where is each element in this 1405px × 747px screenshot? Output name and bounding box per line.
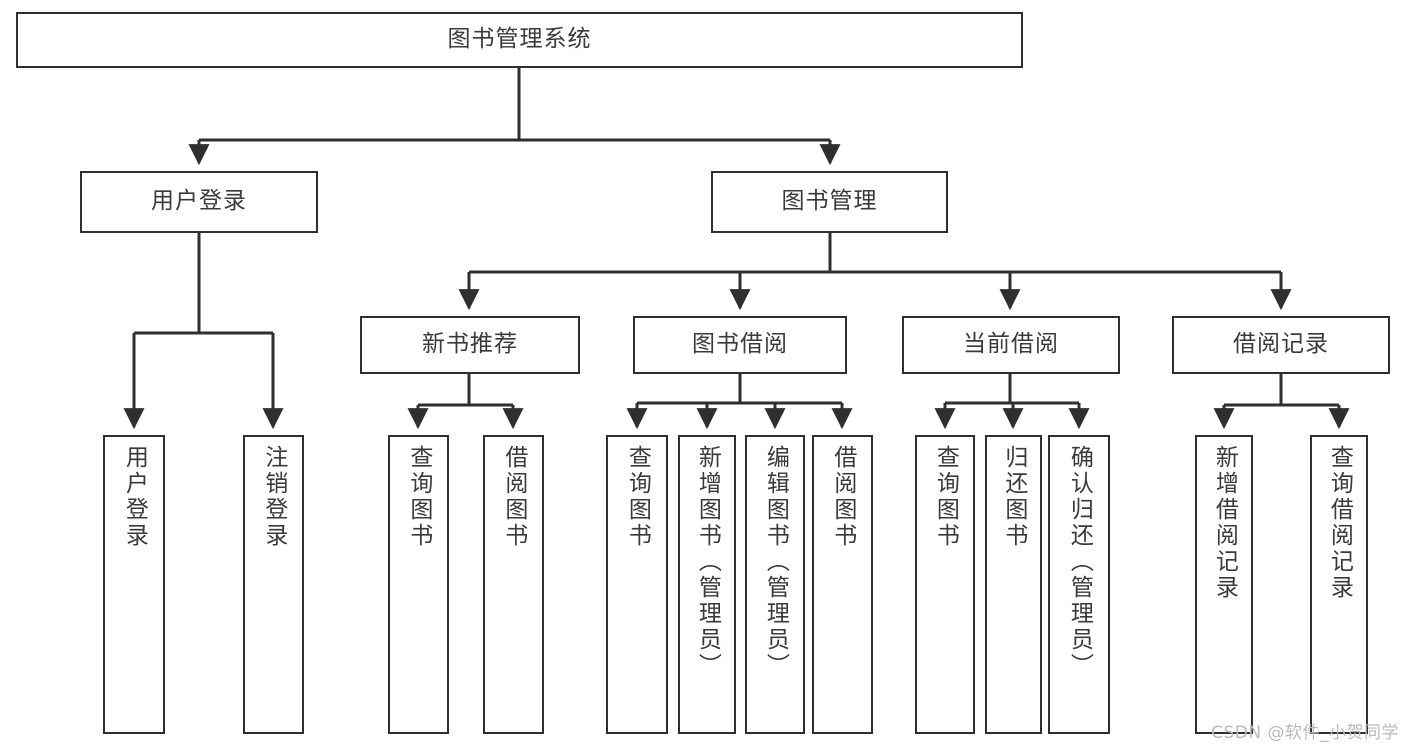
- node-leaf-edit-book[interactable]: 编辑图书（管理员）: [745, 435, 805, 734]
- node-leaf-borrow-book-2[interactable]: 借阅图书: [812, 435, 873, 734]
- node-leaf-query-book-1[interactable]: 查询图书: [388, 435, 449, 734]
- node-new-book-recommend-label: 新书推荐: [422, 331, 518, 358]
- node-book-manage[interactable]: 图书管理: [711, 171, 948, 233]
- node-current-borrow[interactable]: 当前借阅: [902, 316, 1120, 374]
- watermark-text: CSDN @软件_小贺同学: [1211, 723, 1399, 743]
- node-leaf-query-book-2[interactable]: 查询图书: [606, 435, 668, 734]
- node-current-borrow-label: 当前借阅: [963, 331, 1059, 358]
- node-leaf-add-book[interactable]: 新增图书（管理员）: [678, 435, 736, 734]
- node-book-borrow[interactable]: 图书借阅: [633, 316, 847, 374]
- node-leaf-user-login-label: 用户登录: [121, 445, 148, 549]
- node-new-book-recommend[interactable]: 新书推荐: [360, 316, 580, 374]
- node-leaf-borrow-book-2-label: 借阅图书: [829, 445, 856, 549]
- node-user-login-label: 用户登录: [151, 188, 247, 215]
- node-leaf-user-login[interactable]: 用户登录: [103, 435, 165, 734]
- node-leaf-query-book-3[interactable]: 查询图书: [915, 435, 975, 734]
- node-leaf-query-borrow-record[interactable]: 查询借阅记录: [1310, 435, 1368, 734]
- node-leaf-edit-book-label: 编辑图书（管理员）: [762, 445, 789, 679]
- node-leaf-query-book-2-label: 查询图书: [624, 445, 651, 549]
- node-borrow-record[interactable]: 借阅记录: [1172, 316, 1390, 374]
- node-book-borrow-label: 图书借阅: [692, 331, 788, 358]
- node-leaf-user-logout[interactable]: 注销登录: [243, 435, 304, 734]
- node-leaf-add-borrow-record-label: 新增借阅记录: [1211, 445, 1238, 601]
- node-leaf-confirm-return[interactable]: 确认归还（管理员）: [1048, 435, 1110, 734]
- node-leaf-borrow-book-1[interactable]: 借阅图书: [483, 435, 544, 734]
- node-user-login[interactable]: 用户登录: [80, 171, 318, 233]
- node-leaf-borrow-book-1-label: 借阅图书: [500, 445, 527, 549]
- node-leaf-add-borrow-record[interactable]: 新增借阅记录: [1195, 435, 1253, 734]
- node-book-manage-label: 图书管理: [781, 188, 878, 215]
- node-leaf-user-logout-label: 注销登录: [260, 445, 287, 549]
- node-root[interactable]: 图书管理系统: [16, 12, 1023, 68]
- node-borrow-record-label: 借阅记录: [1233, 331, 1329, 358]
- node-leaf-query-borrow-record-label: 查询借阅记录: [1326, 445, 1353, 601]
- node-leaf-confirm-return-label: 确认归还（管理员）: [1066, 445, 1093, 679]
- node-leaf-return-book-label: 归还图书: [1000, 445, 1027, 549]
- node-leaf-return-book[interactable]: 归还图书: [985, 435, 1042, 734]
- node-leaf-query-book-1-label: 查询图书: [405, 445, 432, 549]
- node-leaf-query-book-3-label: 查询图书: [932, 445, 959, 549]
- node-leaf-add-book-label: 新增图书（管理员）: [694, 445, 721, 679]
- node-root-label: 图书管理系统: [447, 26, 592, 53]
